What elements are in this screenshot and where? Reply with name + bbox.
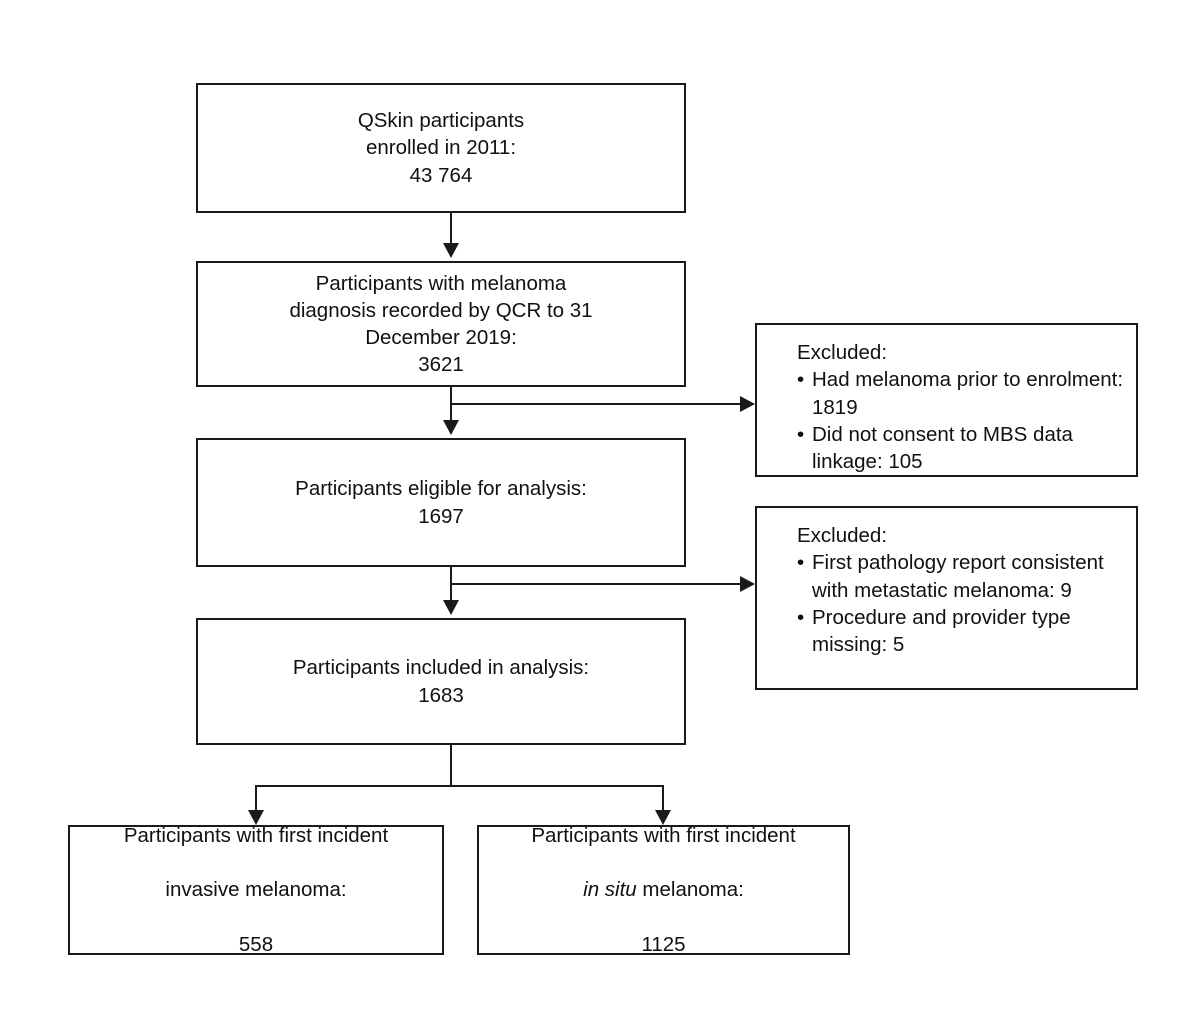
exclusion-2-list: First pathology report consistent with m… xyxy=(797,549,1126,658)
connector-diagnosis-to-eligible xyxy=(450,387,452,423)
node-in-situ-count: 1125 xyxy=(641,932,686,956)
node-in-situ-line-2-rest: melanoma: xyxy=(636,878,744,902)
exclusion-1-item: Did not consent to MBS data linkage: 105 xyxy=(797,421,1126,476)
node-invasive-melanoma: Participants with first incident invasiv… xyxy=(68,824,444,956)
node-melanoma-diagnosis: Participants with melanoma diagnosis rec… xyxy=(196,261,686,387)
connector-split-to-in-situ xyxy=(662,785,664,813)
connector-included-split-bar xyxy=(255,785,664,787)
arrowhead-eligible-to-included xyxy=(443,600,459,615)
node-exclusion-2: Excluded: First pathology report consist… xyxy=(755,506,1138,690)
node-in-situ-italic-term: in situ xyxy=(583,878,637,902)
arrowhead-split-to-invasive xyxy=(248,810,264,825)
node-eligible: Participants eligible for analysis: 1697 xyxy=(196,438,686,567)
connector-included-split-stem xyxy=(450,745,452,786)
exclusion-1-item: Had melanoma prior to enrolment: 1819 xyxy=(797,366,1126,421)
arrowhead-diagnosis-to-exclusion-1 xyxy=(740,396,755,412)
node-in-situ-line-2: in situ melanoma: xyxy=(493,876,834,903)
exclusion-1-list: Had melanoma prior to enrolment: 1819 Di… xyxy=(797,366,1126,475)
node-exclusion-1: Excluded: Had melanoma prior to enrolmen… xyxy=(755,323,1138,477)
node-enrolled-text: QSkin participants enrolled in 2011: 43 … xyxy=(357,109,525,187)
node-invasive-line-2: invasive melanoma: xyxy=(165,878,347,902)
exclusion-2-title: Excluded: xyxy=(797,524,888,547)
node-included-text: Participants included in analysis: 1683 xyxy=(292,656,590,707)
arrowhead-eligible-to-exclusion-2 xyxy=(740,576,755,592)
node-in-situ-melanoma-text: Participants with first incident in situ… xyxy=(479,795,848,986)
node-in-situ-melanoma: Participants with first incident in situ… xyxy=(477,824,850,956)
node-invasive-line-1: Participants with first incident xyxy=(123,823,389,847)
node-eligible-text: Participants eligible for analysis: 1697 xyxy=(295,477,587,528)
arrowhead-split-to-in-situ xyxy=(655,810,671,825)
connector-diagnosis-to-exclusion-1 xyxy=(450,403,741,405)
exclusion-2-item: Procedure and provider type missing: 5 xyxy=(797,604,1126,659)
node-enrolled: QSkin participants enrolled in 2011: 43 … xyxy=(196,83,686,213)
node-included: Participants included in analysis: 1683 xyxy=(196,618,686,745)
exclusion-1-title: Excluded: xyxy=(797,341,888,364)
node-invasive-melanoma-text: Participants with first incident invasiv… xyxy=(70,795,442,986)
connector-split-to-invasive xyxy=(255,785,257,813)
node-in-situ-line-1: Participants with first incident xyxy=(531,823,796,847)
arrowhead-enrolled-to-diagnosis xyxy=(443,243,459,258)
node-melanoma-diagnosis-text: Participants with melanoma diagnosis rec… xyxy=(289,271,593,377)
connector-eligible-to-included xyxy=(450,567,452,603)
node-invasive-count: 558 xyxy=(238,932,274,956)
exclusion-2-item: First pathology report consistent with m… xyxy=(797,549,1126,604)
arrowhead-diagnosis-to-eligible xyxy=(443,420,459,435)
connector-enrolled-to-diagnosis xyxy=(450,213,452,246)
connector-eligible-to-exclusion-2 xyxy=(450,583,741,585)
